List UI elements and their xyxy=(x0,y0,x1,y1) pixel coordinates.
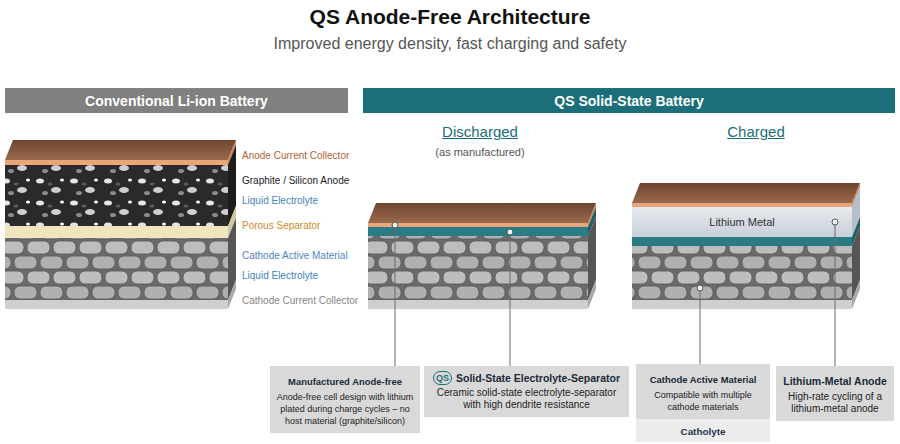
text-row: QS Solid-State Battery xyxy=(554,92,703,110)
sub-label: Catholyte xyxy=(681,425,726,438)
text-row: Anode-free cell design with lithium plat… xyxy=(276,389,414,428)
layer-label: Liquid Electrolyte xyxy=(242,270,318,282)
anode-collector-layer xyxy=(632,203,852,207)
collector-top-face xyxy=(632,183,860,203)
layer-label: Lithium Metal xyxy=(672,216,812,229)
subtitle: Improved energy density, fast charging a… xyxy=(0,34,900,54)
cathode-layer xyxy=(368,236,588,300)
callout-body: Ceramic solid-state electrolyte-separato… xyxy=(430,387,623,411)
layer-label: Liquid Electrolyte xyxy=(242,195,318,207)
callout-box: QS Solid-State Electrolyte-SeparatorCeram… xyxy=(424,366,629,417)
layer-label: Graphite / Silicon Anode xyxy=(242,175,349,187)
cathode-collector-layer xyxy=(5,300,228,309)
leader-dot xyxy=(832,219,838,225)
leader-dot xyxy=(697,285,703,291)
logo-mark: QS xyxy=(433,371,452,385)
text-row: Compatible with multiple cathode materia… xyxy=(642,387,764,414)
leader-line xyxy=(835,225,836,366)
text-row: Catholyte xyxy=(636,421,770,439)
leader-line xyxy=(700,291,701,366)
section-header: Conventional Li-ion Battery xyxy=(5,88,348,113)
text-row: Conventional Li-ion Battery xyxy=(85,92,268,110)
layer-label: Cathode Current Collector xyxy=(242,295,358,307)
leader-dot xyxy=(507,229,513,235)
section-title: Conventional Li-ion Battery xyxy=(85,93,268,109)
cathode-layer xyxy=(632,246,852,300)
anode-collector-layer xyxy=(5,160,228,165)
side-face xyxy=(852,280,860,309)
layer-label: Anode Current Collector xyxy=(242,150,349,162)
leader-dot xyxy=(392,222,398,228)
separator-layer xyxy=(5,226,228,238)
side-face xyxy=(228,280,236,309)
callout-heading: Cathode Active Material xyxy=(650,373,757,386)
callout-box: Manufactured Anode-freeAnode-free cell d… xyxy=(270,366,420,433)
side-face xyxy=(588,280,596,309)
cathode-collector-layer xyxy=(632,300,852,309)
lithium-metal-layer xyxy=(632,207,852,237)
graphite-anode-layer xyxy=(5,165,228,226)
layer-label: Porous Separator xyxy=(242,220,320,232)
leader-line xyxy=(395,228,396,366)
solid-separator-layer xyxy=(632,237,852,246)
section-title: QS Solid-State Battery xyxy=(554,93,703,109)
collector-top-face xyxy=(368,203,596,223)
section-header: QS Solid-State Battery xyxy=(363,88,895,113)
text-row: Cathode Active Material xyxy=(642,369,764,387)
solid-separator-layer xyxy=(368,227,588,236)
cathode-collector-layer xyxy=(368,300,588,309)
callout-heading: Lithium-Metal Anode xyxy=(783,375,886,388)
text-row: Manufactured Anode-free xyxy=(276,371,414,389)
callout-box: Lithium-Metal AnodeHigh-rate cycling of … xyxy=(776,366,894,421)
callout-box: Cathode Active MaterialCompatible with m… xyxy=(636,364,770,442)
text-row: High-rate cycling of a lithium-metal ano… xyxy=(782,389,888,416)
anode-collector-layer xyxy=(368,223,588,227)
collector-top-face xyxy=(5,140,236,160)
callout-heading: Manufactured Anode-free xyxy=(288,375,402,388)
cathode-layer xyxy=(5,238,228,300)
layer-label: Cathode Active Material xyxy=(242,250,348,262)
callout-body: Compatible with multiple cathode materia… xyxy=(642,389,764,413)
page-title: QS Anode-Free Architecture xyxy=(0,5,900,29)
state-heading: Discharged xyxy=(400,123,560,141)
state-heading: Charged xyxy=(676,123,836,141)
callout-heading: Solid-State Electrolyte-Separator xyxy=(456,372,620,385)
callout-body: Anode-free cell design with lithium plat… xyxy=(276,391,414,427)
callout-body: High-rate cycling of a lithium-metal ano… xyxy=(782,391,888,415)
state-note: (as manufactured) xyxy=(400,146,560,159)
text-row: Ceramic solid-state electrolyte-separato… xyxy=(430,385,623,412)
leader-line xyxy=(510,235,511,366)
text-row: QS Solid-State Electrolyte-Separator xyxy=(430,371,623,385)
sub-band: Catholyte xyxy=(636,419,770,442)
text-row: Lithium-Metal Anode xyxy=(782,371,888,389)
